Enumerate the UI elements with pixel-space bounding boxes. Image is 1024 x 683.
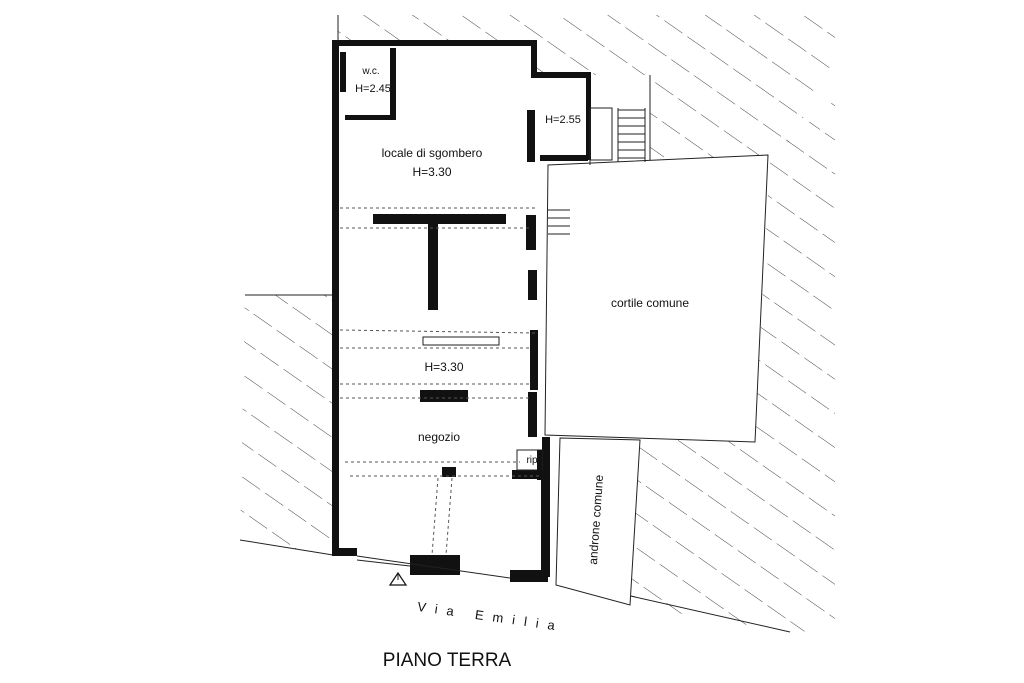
courtyard-label: cortile comune <box>611 296 689 310</box>
small-storage-room <box>589 107 613 161</box>
passage-label: androne comune <box>586 474 606 565</box>
courtyard <box>544 75 769 443</box>
hatched-neighbour-top-right <box>590 15 835 160</box>
wc-label: w.c. <box>361 66 379 77</box>
shop-label: negozio <box>418 430 460 444</box>
hatched-neighbour-left <box>240 295 333 555</box>
small-storage-height: H=2.55 <box>545 114 581 126</box>
stairs <box>548 108 646 235</box>
wc-room <box>340 48 396 120</box>
wc-height: H=2.45 <box>355 83 391 95</box>
closet-label: rip <box>526 455 538 466</box>
hatched-neighbour-right <box>630 100 835 632</box>
storage-height: H=3.30 <box>412 165 451 179</box>
building-walls <box>332 40 591 582</box>
ceiling-lines <box>339 207 540 556</box>
entrance-marker <box>388 571 408 586</box>
floor-title: PIANO TERRA <box>383 650 512 671</box>
middle-height: H=3.30 <box>424 360 463 374</box>
storage-label: locale di sgombero <box>382 146 483 160</box>
hatched-neighbour-top-left <box>338 15 590 75</box>
passage <box>555 437 641 606</box>
interior-walls <box>373 214 543 480</box>
street-label: Via Emilia <box>417 599 565 634</box>
